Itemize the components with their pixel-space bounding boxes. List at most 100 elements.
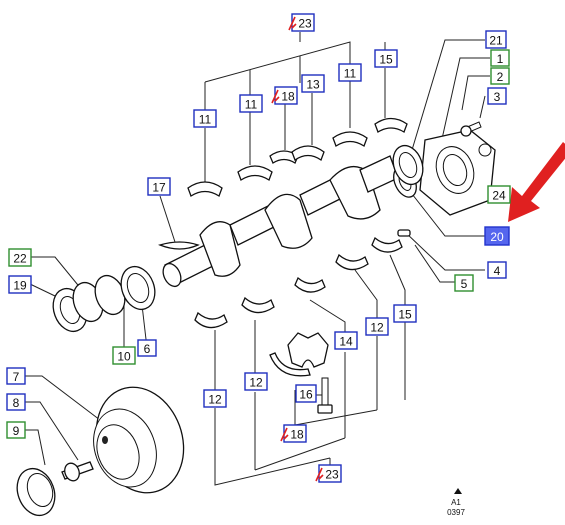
part-label-box <box>338 63 362 82</box>
part-label-text: 8 <box>13 396 20 410</box>
part-label-text: 6 <box>144 342 151 356</box>
part-label-box <box>137 339 157 357</box>
part-label-box <box>490 67 510 85</box>
part-label-19: 19 <box>8 275 32 294</box>
part-label-12a: 12 <box>365 317 389 336</box>
part-label-11b: 11 <box>239 94 263 113</box>
part-label-box <box>6 393 26 411</box>
supersession-mark-icon <box>315 467 324 482</box>
supersession-mark-icon <box>288 16 297 31</box>
part-label-7: 7 <box>6 367 26 385</box>
part-label-box <box>147 177 171 196</box>
part-label-box <box>365 317 389 336</box>
part-label-box <box>487 185 511 204</box>
part-label-text: 2 <box>497 70 504 84</box>
part-label-text: 23 <box>298 17 312 31</box>
part-label-8: 8 <box>6 393 26 411</box>
part-label-text: 14 <box>339 335 353 349</box>
supersession-mark-icon <box>271 89 280 104</box>
part-label-11a: 11 <box>338 63 362 82</box>
part-label-12c: 12 <box>203 389 227 408</box>
timing-gear-and-spacers <box>52 265 156 333</box>
part-label-12b: 12 <box>244 372 268 391</box>
crankshaft <box>162 155 417 288</box>
part-label-box <box>487 87 507 105</box>
vibration-damper-pulley <box>93 386 185 494</box>
part-label-box <box>374 49 398 68</box>
part-label-15a: 15 <box>374 49 398 68</box>
part-label-text: 18 <box>281 90 295 104</box>
part-label-text: 7 <box>13 370 20 384</box>
part-label-box <box>193 109 217 128</box>
thrust-bearing-half <box>269 352 311 377</box>
part-label-22: 22 <box>8 248 32 267</box>
part-label-box <box>203 389 227 408</box>
part-label-text: 18 <box>290 428 304 442</box>
part-label-text: 20 <box>490 230 504 244</box>
part-label-text: 15 <box>398 308 412 322</box>
supersession-mark-icon <box>280 427 289 442</box>
part-label-box <box>239 94 263 113</box>
part-label-text: 11 <box>344 67 357 81</box>
part-label-23b: 23 <box>315 464 342 483</box>
part-label-text: 1 <box>497 52 504 66</box>
part-label-23a: 23 <box>288 13 315 32</box>
part-label-text: 16 <box>299 388 313 402</box>
part-label-2: 2 <box>490 67 510 85</box>
part-label-5: 5 <box>454 274 474 292</box>
part-label-text: 23 <box>325 468 339 482</box>
part-label-box <box>487 261 507 279</box>
part-label-text: 13 <box>306 78 320 92</box>
upper-main-bearing-shells <box>187 117 408 197</box>
part-label-box <box>484 226 510 246</box>
part-label-21: 21 <box>485 30 507 49</box>
rear-oil-seal-carrier <box>392 129 496 216</box>
part-label-text: 11 <box>245 98 258 112</box>
part-label-box <box>112 346 136 365</box>
part-label-9: 9 <box>6 421 26 439</box>
dowel-pin <box>397 229 411 237</box>
part-label-11c: 11 <box>193 109 217 128</box>
part-label-1: 1 <box>490 49 510 67</box>
part-label-3: 3 <box>487 87 507 105</box>
part-label-text: 12 <box>370 321 384 335</box>
lower-main-bearing-shells <box>194 236 403 329</box>
part-label-text: 9 <box>13 424 20 438</box>
part-label-text: 5 <box>461 277 468 291</box>
seal-bolt <box>460 121 482 137</box>
part-label-18b: 18 <box>280 424 307 443</box>
part-label-box <box>485 30 507 49</box>
part-label-box <box>301 74 325 93</box>
main-bearing-cap <box>287 332 329 368</box>
part-label-box <box>295 384 317 403</box>
part-label-text: 10 <box>117 350 131 364</box>
part-label-6: 6 <box>137 339 157 357</box>
part-label-box <box>8 275 32 294</box>
red-highlight-arrow <box>508 142 565 222</box>
part-label-text: 17 <box>152 181 166 195</box>
part-label-14: 14 <box>334 331 358 350</box>
part-label-text: 15 <box>379 53 393 67</box>
part-label-10: 10 <box>112 346 136 365</box>
part-label-box <box>490 49 510 67</box>
thrust-washer <box>158 241 200 250</box>
part-label-text: 12 <box>208 393 222 407</box>
part-label-box <box>334 331 358 350</box>
part-label-box <box>8 248 32 267</box>
corner-code-line-2: 0397 <box>447 508 465 517</box>
part-label-15b: 15 <box>393 304 417 323</box>
part-label-17: 17 <box>147 177 171 196</box>
part-label-20: 20 <box>484 226 510 246</box>
part-label-text: 19 <box>13 279 27 293</box>
corner-code-line-1: A1 <box>451 498 461 507</box>
part-label-box <box>244 372 268 391</box>
part-label-text: 4 <box>494 264 501 278</box>
part-label-18a: 18 <box>271 86 298 105</box>
part-label-4: 4 <box>487 261 507 279</box>
part-label-text: 12 <box>249 376 263 390</box>
part-label-box <box>454 274 474 292</box>
part-label-text: 21 <box>489 34 503 48</box>
corner-arrow-icon <box>454 488 462 494</box>
part-label-text: 22 <box>13 252 27 266</box>
